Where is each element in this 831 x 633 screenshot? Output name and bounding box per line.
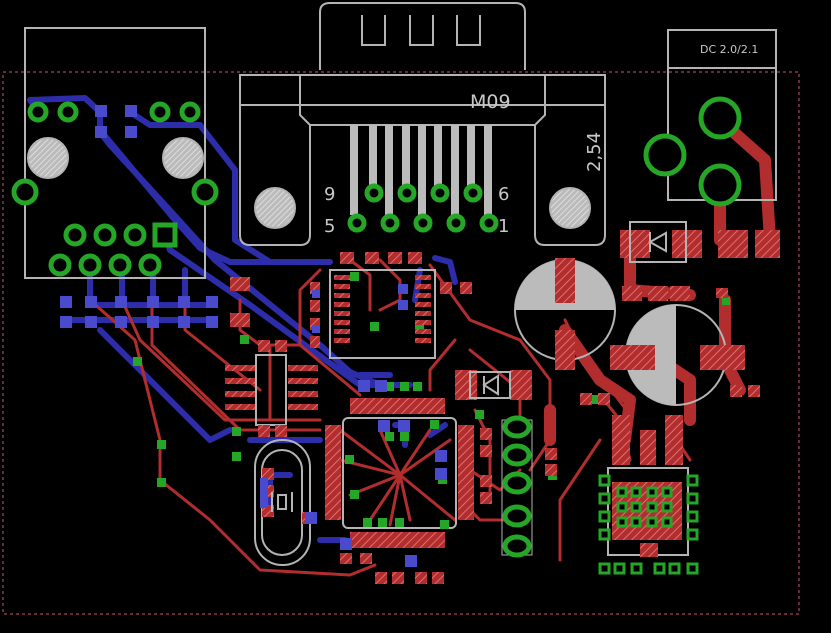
- pitch-label: 2,54: [584, 132, 605, 172]
- dsub-pin-fingers: [350, 125, 492, 215]
- diode-symbols: [469, 221, 687, 399]
- pin-6-label: 6: [498, 184, 509, 205]
- through-hole-pads: [11, 96, 742, 277]
- pin-9-label: 9: [324, 184, 335, 205]
- regulator-pads: [598, 474, 699, 575]
- board-edge: [2, 71, 800, 615]
- smd-pads-bottom: [60, 105, 447, 567]
- pin-5-label: 5: [324, 216, 335, 237]
- crystal-symbol: [271, 492, 293, 512]
- power-jack-label: DC 2.0/2.1: [700, 43, 758, 56]
- header-oval-pads: [502, 415, 532, 558]
- mounting-holes: [27, 137, 591, 229]
- connector-name-label: M09: [470, 91, 511, 113]
- rj-pin1-square-pad: [152, 222, 178, 248]
- dsub-latches: [361, 15, 481, 46]
- pin-1-label: 1: [498, 216, 509, 237]
